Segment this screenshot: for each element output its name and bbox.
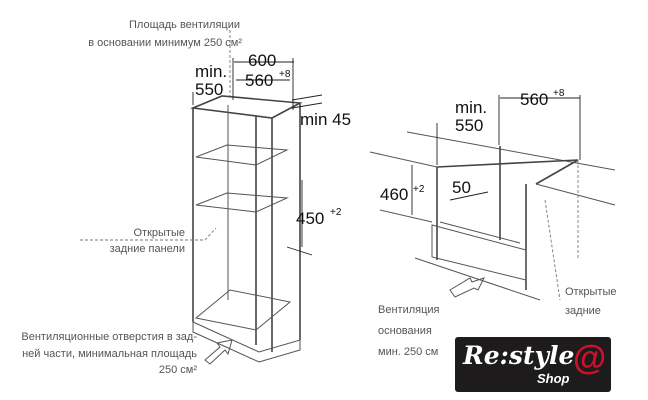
dim-560-tolerance: +8 <box>553 88 565 99</box>
dim-560: 560 <box>520 90 548 109</box>
dim-min45: min 45 <box>300 110 351 129</box>
dim-450: 450 <box>296 209 324 228</box>
open-back-label: задние <box>565 305 601 317</box>
restyle-shop-logo: Re:style @ Shop <box>455 337 611 392</box>
dim-50: 50 <box>452 178 471 197</box>
dim-560-tolerance: +8 <box>279 69 291 80</box>
vent-label: Вентиляция <box>378 304 440 316</box>
vent-label: мин. 250 см <box>378 346 438 358</box>
vent-holes-label: 250 см² <box>159 364 197 376</box>
dim-min-label: min. <box>195 62 227 81</box>
logo-shop-text: Shop <box>537 371 570 386</box>
open-back-label: Открытые <box>565 286 617 298</box>
logo-cart-icon: @ <box>573 339 607 377</box>
vent-label: основания <box>378 325 432 337</box>
vent-holes-label: Вентиляционные отверстия в зад- <box>21 331 197 343</box>
base-cabinet-drawing <box>369 95 616 301</box>
dim-460-tolerance: +2 <box>413 184 425 195</box>
dim-550: 550 <box>195 80 223 99</box>
dim-550: 550 <box>455 116 483 135</box>
vent-holes-label: ней части, минимальная площадь <box>22 348 197 360</box>
dim-600: 600 <box>248 51 276 70</box>
logo-text: Re:style <box>463 341 575 370</box>
dim-460: 460 <box>380 185 408 204</box>
tall-cabinet-drawing <box>80 30 323 365</box>
dim-min-label: min. <box>455 98 487 117</box>
vent-area-label: в основании минимум 250 см² <box>88 37 242 49</box>
vent-area-label: Площадь вентиляции <box>129 19 240 31</box>
open-back-label: задние панели <box>110 243 185 255</box>
dim-450-tolerance: +2 <box>330 207 342 218</box>
open-back-label: Открытые <box>134 227 186 239</box>
dim-560: 560 <box>245 71 273 90</box>
